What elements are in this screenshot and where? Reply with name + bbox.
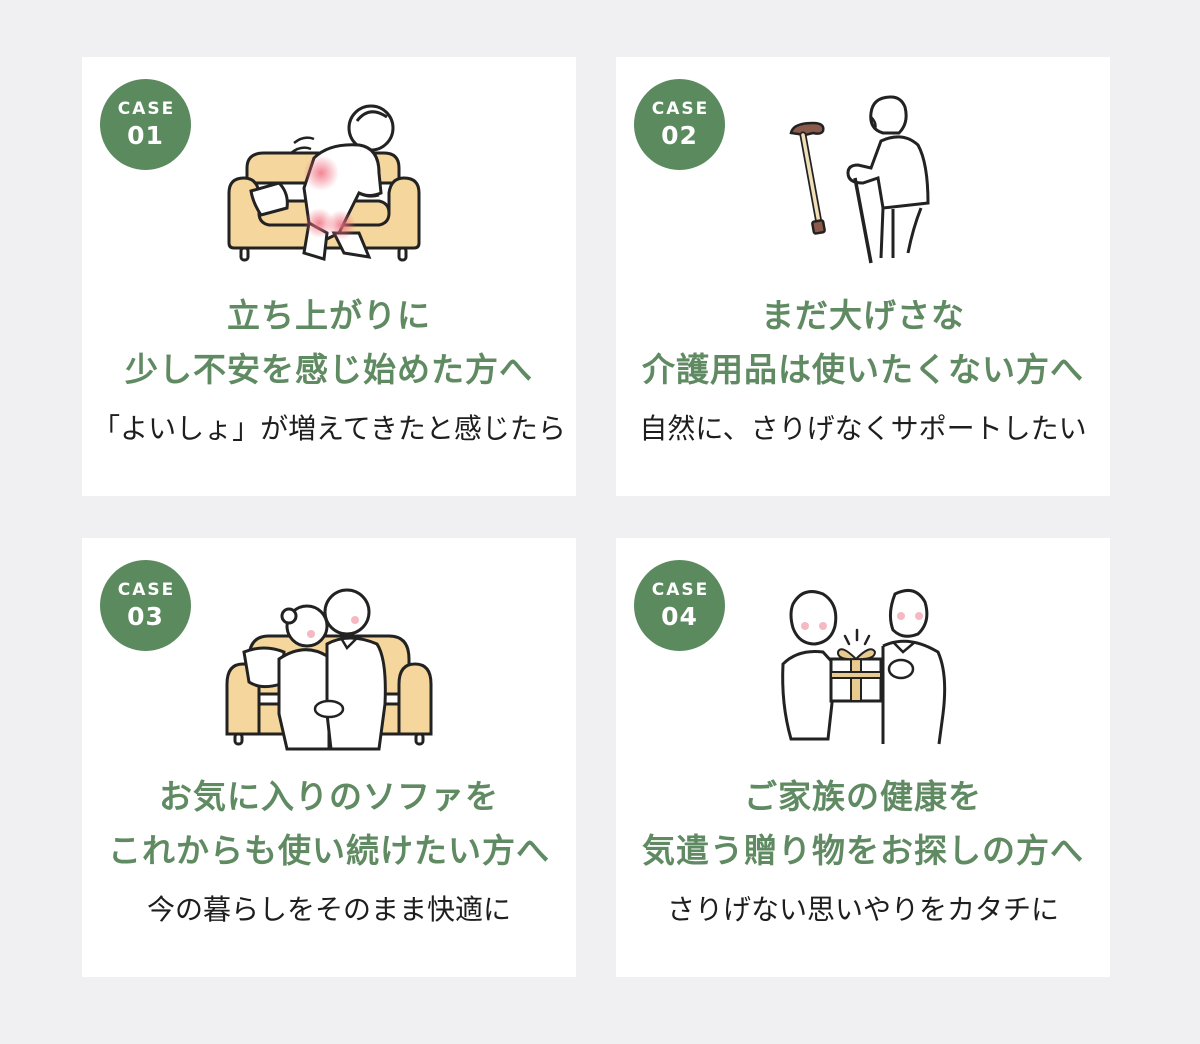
man-rising-from-sofa-icon — [227, 104, 421, 262]
case-card-01: CASE 01 — [82, 57, 576, 496]
case-subtitle: 今の暮らしをそのまま快適に — [146, 893, 511, 926]
case-title-line1: 立ち上がりに — [227, 296, 431, 335]
case-title-line2: 介護用品は使いたくない方へ — [642, 350, 1084, 389]
case-subtitle: 「よいしょ」が増えてきたと感じたら — [92, 412, 566, 445]
case-label: CASE — [117, 99, 176, 119]
illustration-man-standing-from-sofa — [209, 83, 449, 273]
illustration-couple-on-sofa — [209, 564, 449, 754]
case-subtitle: さりげない思いやりをカタチに — [666, 893, 1059, 926]
case-label: CASE — [651, 580, 710, 600]
case-number: 02 — [661, 121, 698, 150]
case-title: まだ大げさな 介護用品は使いたくない方へ — [616, 289, 1110, 397]
case-card-03: CASE 03 — [82, 538, 576, 977]
case-title-line2: 少し不安を感じ始めた方へ — [125, 350, 533, 389]
case-subtitle: 自然に、さりげなくサポートしたい — [639, 412, 1087, 445]
case-badge: CASE 03 — [100, 560, 191, 651]
case-card-02: CASE 02 まだ大げさな 介護用品は使いたくない方へ — [616, 57, 1110, 496]
case-label: CASE — [651, 99, 710, 119]
case-badge: CASE 04 — [634, 560, 725, 651]
case-title-line1: ご家族の健康を — [744, 777, 982, 816]
case-title-line2: これからも使い続けたい方へ — [108, 831, 550, 870]
case-badge: CASE 02 — [634, 79, 725, 170]
case-number: 04 — [661, 602, 698, 631]
illustration-woman-with-cane — [743, 83, 983, 273]
case-badge: CASE 01 — [100, 79, 191, 170]
couple-on-sofa-icon — [225, 588, 433, 751]
case-number: 03 — [127, 602, 164, 631]
case-card-04: CASE 04 — [616, 538, 1110, 977]
case-number: 01 — [127, 121, 164, 150]
case-title-line2: 気遣う贈り物をお探しの方へ — [642, 831, 1084, 870]
illustration-gift-giving — [743, 564, 983, 754]
case-title: お気に入りのソファを これからも使い続けたい方へ — [82, 770, 576, 878]
case-title: ご家族の健康を 気遣う贈り物をお探しの方へ — [616, 770, 1110, 878]
case-title: 立ち上がりに 少し不安を感じ始めた方へ — [82, 289, 576, 397]
case-title-line1: お気に入りのソファを — [159, 777, 499, 816]
case-label: CASE — [117, 580, 176, 600]
case-title-line1: まだ大げさな — [761, 296, 965, 335]
woman-with-cane-icon — [789, 95, 930, 264]
gift-giving-icon — [781, 588, 947, 745]
